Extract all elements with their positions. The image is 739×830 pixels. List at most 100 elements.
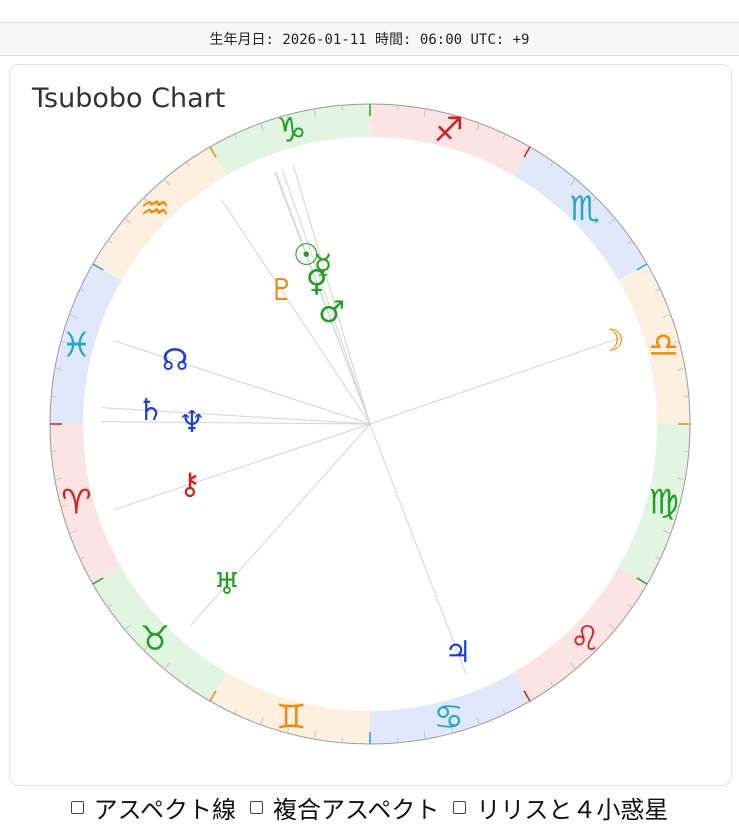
jupiter-icon: ♃ [444, 635, 471, 670]
degree-tick [674, 340, 680, 343]
degree-tick [313, 731, 317, 740]
degree-tick [313, 108, 317, 117]
venus-icon: ♀ [306, 264, 328, 299]
aspect-lines-label: アスペクト線 [93, 795, 236, 824]
zodiac-capricorn-icon: ♑ [276, 110, 306, 150]
neptune-icon: ♆ [179, 405, 206, 440]
birth-datetime-bar: 生年月日: 2026-01-11 時間: 06:00 UTC: +9 [0, 22, 739, 56]
degree-tick [570, 178, 577, 186]
degree-tick [69, 530, 77, 534]
zodiac-scorpio-icon: ♏ [570, 189, 600, 229]
degree-tick [451, 114, 454, 120]
zodiac-libra-icon: ♎ [648, 325, 678, 365]
degree-tick [163, 178, 170, 186]
planet-line-moon [369, 335, 625, 425]
degree-tick [54, 367, 63, 371]
degree-tick [60, 340, 66, 343]
planet-line-neptune [101, 421, 371, 425]
degree-tick [124, 217, 132, 224]
planet-line-mars [281, 169, 371, 425]
degree-tick [677, 477, 686, 481]
degree-tick [550, 681, 554, 687]
degree-tick [92, 577, 104, 585]
degree-tick [209, 690, 217, 702]
planet-line-node [114, 340, 371, 425]
degree-tick [523, 690, 531, 702]
zodiac-gemini-icon: ♊ [276, 698, 306, 738]
moon-icon: ☽ [598, 323, 625, 358]
sign-band-virgo [618, 424, 690, 584]
degree-tick [674, 505, 680, 508]
astrology-chart: ♈♉♊♋♌♍♎♏♐♑♒♓☉☽☿♀♂♃♄♅♆♇☊⚷ [49, 103, 691, 745]
sign-band-pisces [50, 264, 122, 424]
degree-tick [608, 624, 616, 631]
degree-tick [655, 288, 661, 292]
sign-band-gemini [210, 672, 370, 744]
degree-tick [286, 114, 289, 120]
mars-icon: ♂ [318, 295, 345, 330]
chart-card: ♈♉♊♋♌♍♎♏♐♑♒♓☉☽☿♀♂♃♄♅♆♇☊⚷ Tsubobo Chart [9, 64, 732, 786]
degree-tick [79, 288, 85, 292]
option-composite-aspects[interactable]: 複合アスペクト [250, 790, 439, 825]
degree-tick [423, 731, 427, 740]
degree-tick [186, 161, 190, 167]
zodiac-pisces-icon: ♓ [61, 325, 91, 365]
lilith-asteroids-checkbox[interactable] [453, 800, 467, 814]
planet-line-jupiter [369, 423, 467, 676]
sign-band-taurus [92, 567, 227, 702]
composite-aspects-label: 複合アスペクト [273, 795, 440, 824]
degree-tick [627, 604, 633, 608]
degree-tick [451, 728, 454, 734]
degree-tick [79, 556, 85, 560]
degree-tick [286, 728, 289, 734]
degree-tick [592, 197, 597, 202]
degree-tick [69, 314, 77, 318]
degree-tick [60, 505, 66, 508]
chiron-icon: ⚷ [179, 467, 201, 502]
degree-tick [476, 123, 480, 131]
degree-tick [124, 624, 132, 631]
degree-tick [209, 146, 217, 158]
degree-tick [54, 477, 63, 481]
zodiac-sagittarius-icon: ♐ [433, 110, 463, 150]
degree-tick [92, 263, 104, 271]
sign-band-libra [618, 264, 690, 424]
sign-band-leo [513, 567, 648, 702]
degree-tick [502, 709, 506, 715]
planet-line-uranus [190, 423, 371, 626]
degree-tick [502, 133, 506, 139]
chart-options: アスペクト線 複合アスペクト リリスと４小惑星 [0, 788, 739, 826]
degree-tick [636, 577, 648, 585]
zodiac-taurus-icon: ♉ [140, 619, 170, 659]
degree-tick [663, 530, 671, 534]
pluto-icon: ♇ [268, 273, 295, 308]
degree-tick [143, 197, 148, 202]
zodiac-virgo-icon: ♍ [648, 483, 678, 523]
degree-tick [186, 681, 190, 687]
degree-tick [234, 133, 238, 139]
aspect-lines-checkbox[interactable] [70, 800, 84, 814]
degree-tick [234, 709, 238, 715]
chart-title: Tsubobo Chart [32, 83, 226, 114]
mercury-icon: ☿ [314, 248, 332, 283]
option-aspect-lines[interactable]: アスペクト線 [70, 790, 236, 825]
sign-band-cancer [370, 672, 530, 744]
degree-tick [655, 556, 661, 560]
degree-tick [476, 717, 480, 725]
planet-line-pluto [221, 199, 371, 425]
degree-tick [570, 662, 577, 670]
degree-tick [677, 367, 686, 371]
composite-aspects-checkbox[interactable] [250, 800, 263, 814]
degree-tick [636, 263, 648, 271]
sign-band-sagittarius [370, 104, 530, 176]
option-lilith-asteroids[interactable]: リリスと４小惑星 [453, 790, 668, 825]
planet-line-chiron [114, 423, 371, 510]
zodiac-leo-icon: ♌ [570, 619, 600, 659]
degree-tick [550, 161, 554, 167]
sign-band-aries [50, 424, 122, 584]
sign-band-capricorn [210, 104, 370, 176]
planet-line-venus [275, 171, 371, 425]
sign-band-scorpio [513, 146, 648, 281]
sign-band-aquarius [92, 146, 227, 281]
degree-tick [423, 108, 427, 117]
